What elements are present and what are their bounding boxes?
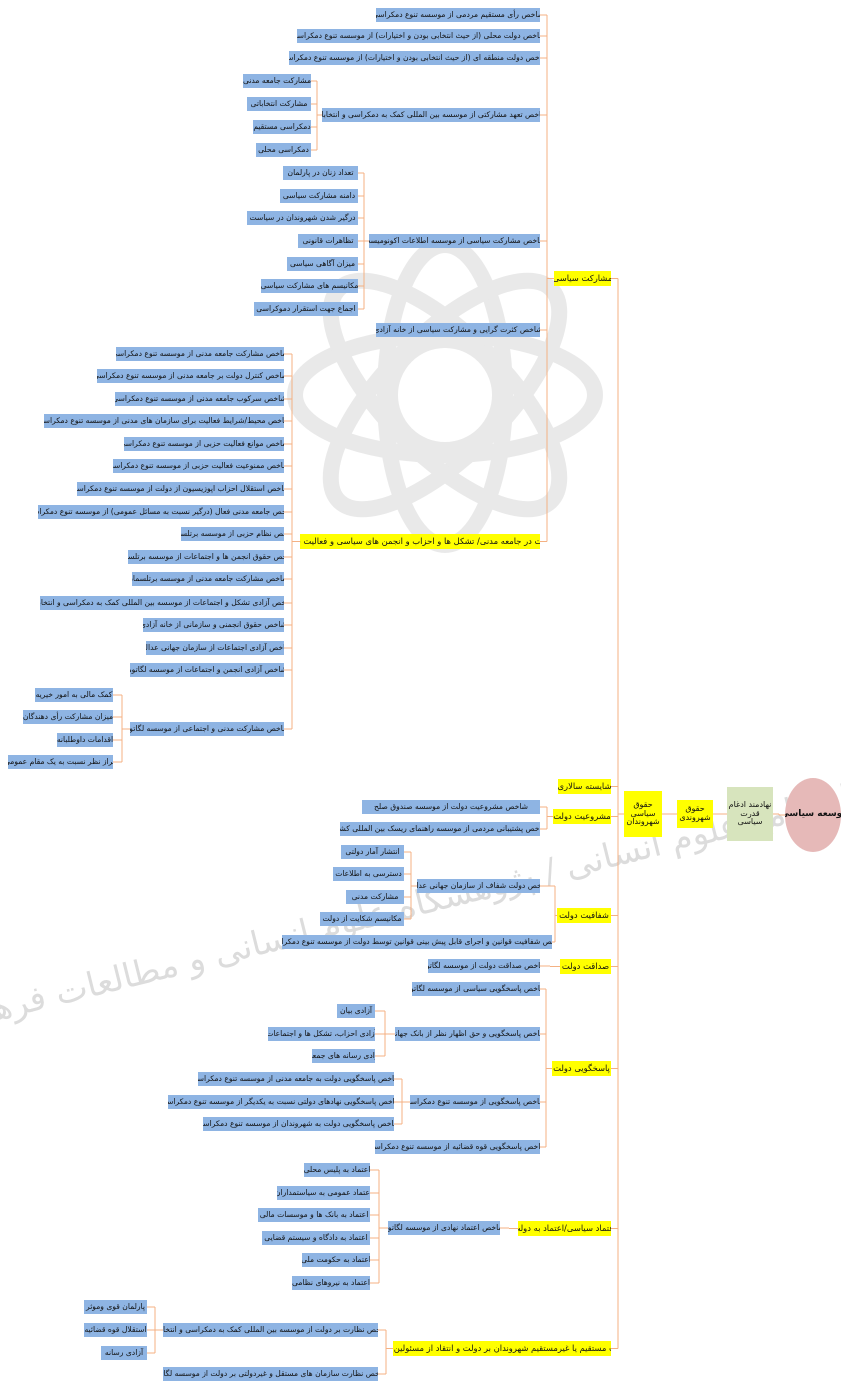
- participation-index-5-child-7: اجماع جهت استقرار دموکراسی: [254, 302, 358, 316]
- civil-index-6: شاخص ممنوعیت فعالیت حزبی از موسسه تنوع د…: [113, 459, 284, 473]
- category-meritocracy: شایسته سالاری: [558, 779, 611, 794]
- participation-index-5-child-4: تظاهرات قانونی: [298, 234, 358, 248]
- civil-index-15: شاخص آزادی انجمن و اجتماعات از موسسه لگا…: [130, 663, 284, 677]
- honesty-index-1: شاخص صداقت دولت از موسسه لگاتوم: [428, 959, 540, 973]
- civil-index-16-child-4: ابراز نظر نسبت به یک مقام عمومی: [8, 755, 113, 769]
- trust-index-1-child-6: اعتماد به نیروهای نظامی: [292, 1276, 370, 1290]
- oversight-index-1-child-3: آزادی رسانه: [101, 1346, 147, 1360]
- category-legitimacy: مشروعیت دولت: [553, 809, 611, 824]
- responsiveness-index-2: شاخص پاسخگویی و حق اظهار نظر از بانک جها…: [395, 1027, 540, 1041]
- civil-index-12: شاخص آزادی تشکل و اجتماعات از موسسه بین …: [40, 596, 284, 610]
- civil-index-13: شاخص حقوق انجمنی و سازمانی از خانه آزادی: [143, 618, 284, 632]
- civil-index-16-child-2: میزان مشارکت رأی دهندگان: [23, 710, 113, 724]
- responsiveness-index-3-child-1: شاخص پاسخگویی دولت به جامعه مدنی از موسس…: [198, 1072, 394, 1086]
- transparency-index-1-child-3: مشارکت مدنی: [346, 890, 404, 904]
- responsiveness-index-2-child-3: آزادی رسانه های جمعی: [312, 1049, 375, 1063]
- oversight-index-1-child-2: استقلال قوه قضائیه: [84, 1323, 147, 1337]
- participation-index-5-child-1: تعداد زنان در پارلمان: [283, 166, 358, 180]
- participation-index-4-child-2: مشارکت انتخاباتی: [247, 97, 311, 111]
- category-civil-society: مشارکت در جامعه مدنی/ تشکل ها و احزاب و …: [300, 534, 540, 549]
- transparency-index-1-child-4: مکانیسم شکایت از دولت: [320, 912, 404, 926]
- citizen-rights-node: حقوق شهروندی: [677, 800, 713, 828]
- root-node: توسعه سیاسی: [785, 778, 841, 852]
- civil-index-7: شاخص استقلال احزاب اپوزیسیون از دولت از …: [77, 482, 284, 496]
- legitimacy-index-2: شاخص پشتیبانی مردمی از موسسه راهنمای ریس…: [340, 822, 540, 836]
- responsiveness-index-4: شاخص پاسخگویی قوه قضائیه از موسسه تنوع د…: [375, 1140, 540, 1154]
- participation-index-1: شاخص رأی مستقیم مردمی از موسسه تنوع دمکر…: [376, 8, 540, 22]
- oversight-index-2: شاخص نظارت سازمان های مستقل و غیردولتی ب…: [163, 1367, 378, 1381]
- category-trust: اعتماد سیاسی/اعتماد به دولت: [518, 1221, 611, 1236]
- civil-index-14: شاخص آزادی اجتماعات از سازمان جهانی عدال…: [146, 641, 284, 655]
- participation-index-5-child-5: میزان آگاهی سیاسی: [287, 257, 358, 271]
- category-transparency: شفافیت دولت: [557, 908, 611, 923]
- oversight-index-1-child-1: پارلمان قوی وموثر: [84, 1300, 147, 1314]
- civil-index-2: شاخص کنترل دولت بر جامعه مدنی از موسسه ت…: [97, 369, 284, 383]
- responsiveness-index-2-child-2: آزادی احزاب، تشکل ها و اجتماعات: [268, 1027, 375, 1041]
- transparency-index-1-child-1: انتشار آمار دولتی: [341, 845, 404, 859]
- civil-index-8: شاخص جامعه مدنی فعال (درگیر نسبت به مسائ…: [38, 505, 284, 519]
- participation-index-5-child-3: درگیر شدن شهروندان در سیاست: [247, 211, 358, 225]
- responsiveness-index-2-child-1: آزادی بیان: [337, 1004, 375, 1018]
- responsiveness-index-1: شاخص پاسخگویی سیاسی از موسسه لگاتوم: [412, 982, 540, 996]
- transparency-index-1: شاخص دولت شفاف از سازمان جهانی عدالت: [417, 879, 540, 893]
- responsiveness-index-3: شاخص پاسخگویی از موسسه تنوع دمکراسی: [410, 1095, 540, 1109]
- political-rights-node: حقوق سیاسی شهروندان: [624, 791, 662, 837]
- civil-index-4: شاخص محیط/شرایط فعالیت برای سازمان های م…: [44, 414, 284, 428]
- civil-index-10: شاخص حقوق انجمن ها و اجتماعات از موسسه ب…: [128, 550, 284, 564]
- participation-index-5-child-2: دامنه مشارکت سیاسی: [280, 189, 358, 203]
- category-participation: مشارکت سیاسی: [554, 271, 611, 286]
- participation-index-3: شاخص دولت منطقه ای (از حیث انتخابی بودن …: [289, 51, 540, 65]
- trust-index-1-child-4: اعتماد به دادگاه و سیستم قضایی: [262, 1231, 370, 1245]
- trust-index-1-child-3: اعتماد به بانک ها و موسسات مالی: [258, 1208, 370, 1222]
- participation-index-4-child-4: دمکراسی محلی: [256, 143, 311, 157]
- oversight-index-1: شاخص نظارت بر دولت از موسسه بین المللی ک…: [163, 1323, 378, 1337]
- participation-index-6: شاخص کثرت گرایی و مشارکت سیاسی از خانه آ…: [376, 323, 540, 337]
- participation-index-4-child-3: دمکراسی مستقیم: [253, 120, 311, 134]
- civil-index-16-child-1: کمک مالی به امور خیریه: [35, 688, 113, 702]
- trust-index-1-child-5: اعتماد به حکومت ملی: [302, 1253, 370, 1267]
- category-responsiveness: پاسخگویی دولت: [552, 1061, 611, 1076]
- civil-index-16: شاخص مشارکت مدنی و اجتماعی از موسسه لگات…: [130, 722, 284, 736]
- responsiveness-index-3-child-3: شاخص پاسخگویی دولت به شهروندان از موسسه …: [203, 1117, 394, 1131]
- category-oversight: نظارت مستقیم یا غیرمستقیم شهروندان بر دو…: [393, 1341, 611, 1356]
- participation-index-4-child-1: مشارکت جامعه مدنی: [243, 74, 311, 88]
- civil-index-9: شاخص نظام حزبی از موسسه برتلسمان: [181, 527, 284, 541]
- civil-index-1: شاخص مشارکت جامعه مدنی از موسسه تنوع دمک…: [116, 347, 284, 361]
- civil-index-11: شاخص مشارکت جامعه مدنی از موسسه برتلسمان: [132, 572, 284, 586]
- participation-index-2: شاخص دولت محلی (از حیث انتخابی بودن و اخ…: [297, 29, 540, 43]
- trust-index-1-child-1: اعتماد به پلیس محلی: [304, 1163, 370, 1177]
- transparency-index-1-child-2: دسترسی به اطلاعات: [333, 867, 404, 881]
- category-honesty: صداقت دولت: [560, 959, 611, 974]
- participation-index-5: شاخص مشارکت سیاسی از موسسه اطلاعات اکونو…: [369, 234, 540, 248]
- transparency-index-2: شاخص شفافیت قوانین و اجرای قابل پیش بینی…: [282, 935, 552, 949]
- legitimacy-index-1: شاخص مشروعیت دولت از موسسه صندوق صلح: [362, 800, 540, 814]
- civil-index-16-child-3: اقدامات داوطلبانه: [57, 733, 113, 747]
- trust-index-1-child-2: اعتماد عمومی به سیاستمداران: [277, 1186, 370, 1200]
- participation-index-4: شاخص تعهد مشارکتی از موسسه بین المللی کم…: [322, 108, 540, 122]
- responsiveness-index-3-child-2: شاخص پاسخگویی نهادهای دولتی نسبت به یکدی…: [168, 1095, 394, 1109]
- concept-node: نهادمند ادغام قدرت سیاسی: [727, 787, 773, 841]
- trust-index-1: شاخص اعتماد نهادی از موسسه لگاتوم: [388, 1221, 500, 1235]
- civil-index-5: شاخص موانع فعالیت حزبی از موسسه تنوع دمک…: [124, 437, 284, 451]
- participation-index-5-child-6: مکانیسم های مشارکت سیاسی: [261, 279, 358, 293]
- civil-index-3: شاخص سرکوب جامعه مدنی از موسسه تنوع دمکر…: [115, 392, 284, 406]
